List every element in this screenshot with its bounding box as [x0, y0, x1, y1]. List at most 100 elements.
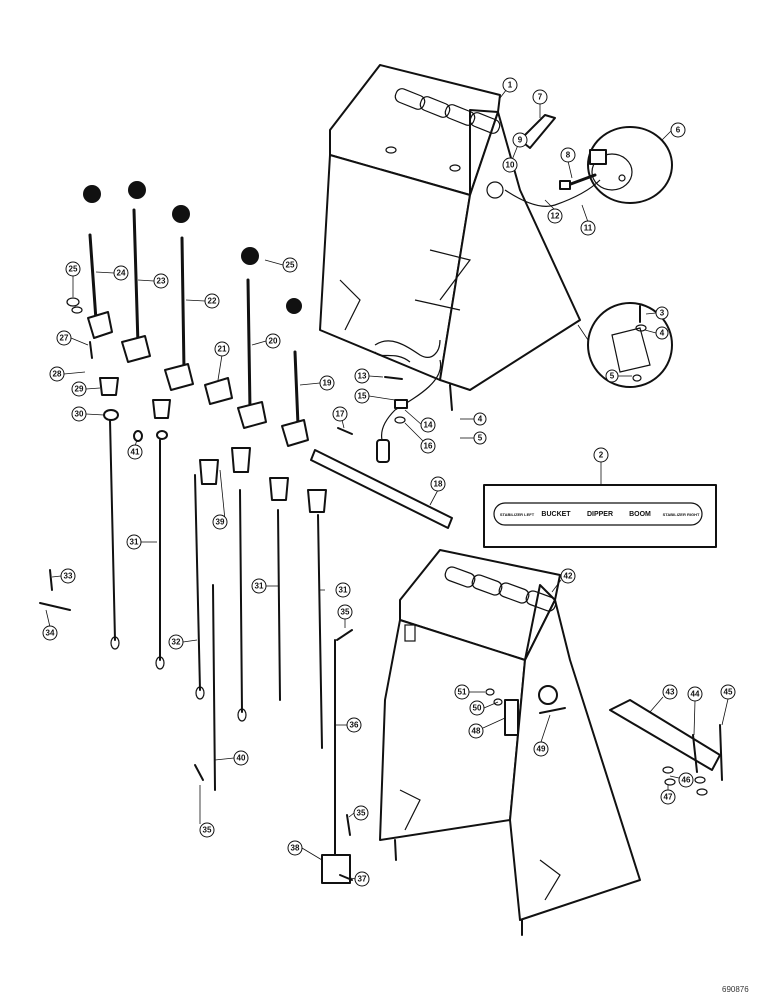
svg-text:16: 16 [424, 442, 433, 451]
callout: 3 [645, 306, 669, 320]
svg-text:4: 4 [478, 415, 483, 424]
svg-text:3: 3 [660, 309, 665, 318]
svg-text:40: 40 [237, 754, 246, 763]
callout: 41 [127, 439, 143, 460]
callout: 36 [335, 717, 362, 733]
callout: 15 [354, 388, 396, 404]
svg-text:8: 8 [566, 151, 571, 160]
svg-text:21: 21 [218, 345, 227, 354]
callout: 44 [687, 686, 703, 736]
callout: 23 [137, 273, 169, 289]
svg-text:51: 51 [458, 688, 467, 697]
svg-text:43: 43 [666, 688, 675, 697]
svg-text:38: 38 [291, 844, 300, 853]
svg-text:10: 10 [506, 161, 515, 170]
svg-text:39: 39 [216, 518, 225, 527]
callout: 2 [593, 447, 609, 463]
callout: 4 [644, 326, 669, 340]
svg-text:31: 31 [255, 582, 264, 591]
callout: 10 [502, 157, 518, 173]
svg-text:35: 35 [357, 809, 366, 818]
callout: 51 [454, 684, 485, 700]
callout: 24 [95, 265, 129, 281]
svg-text:7: 7 [538, 93, 543, 102]
callout: 31 [251, 578, 278, 594]
svg-text:33: 33 [64, 572, 73, 581]
svg-text:50: 50 [473, 704, 482, 713]
svg-text:29: 29 [75, 385, 84, 394]
svg-text:31: 31 [339, 586, 348, 595]
svg-text:37: 37 [358, 875, 367, 884]
callout: 18 [429, 476, 446, 506]
callout: 29 [71, 381, 101, 397]
decal-label: DIPPER [587, 511, 613, 518]
callout: 31 [320, 582, 351, 598]
svg-text:5: 5 [478, 434, 483, 443]
callout: 40 [214, 750, 249, 766]
svg-text:11: 11 [584, 224, 593, 233]
callout: 5 [605, 369, 632, 383]
svg-text:23: 23 [157, 277, 166, 286]
callout: 8 [560, 147, 576, 179]
svg-text:15: 15 [358, 392, 367, 401]
callout: 30 [71, 406, 105, 422]
callout: 19 [299, 375, 335, 391]
svg-text:48: 48 [472, 727, 481, 736]
callout: 9 [511, 132, 528, 161]
switch-assembly [374, 339, 442, 463]
callout: 37 [349, 871, 370, 887]
callout: 14 [404, 409, 436, 433]
callout: 33 [51, 568, 76, 584]
callout: 43 [649, 684, 678, 713]
figure-number: 690876 [722, 985, 749, 994]
callout: 46 [669, 772, 694, 788]
callout: 7 [532, 89, 548, 118]
callout: 42 [551, 568, 576, 593]
svg-text:17: 17 [336, 410, 345, 419]
inset-detail [577, 302, 673, 388]
horn [587, 126, 673, 204]
callout: 22 [185, 293, 220, 309]
bolt [559, 173, 597, 190]
decal-label: BUCKET [541, 511, 571, 518]
callout: 20 [251, 333, 281, 349]
svg-text:30: 30 [75, 410, 84, 419]
clevis-rods [39, 377, 353, 884]
svg-text:27: 27 [60, 334, 69, 343]
callout: 34 [42, 609, 58, 641]
svg-text:18: 18 [434, 480, 443, 489]
svg-text:47: 47 [664, 793, 673, 802]
svg-text:36: 36 [350, 721, 359, 730]
callout: 38 [287, 840, 323, 861]
callout: 21 [214, 341, 230, 381]
mounting-plate [609, 699, 723, 796]
callout: 32 [168, 634, 198, 650]
svg-text:22: 22 [208, 297, 217, 306]
callout: 28 [49, 366, 86, 382]
callout: 25 [65, 261, 81, 297]
decal-label: BOOM [629, 511, 651, 518]
lever-shaft [310, 427, 453, 529]
callout: 27 [56, 330, 89, 346]
svg-text:31: 31 [130, 538, 139, 547]
svg-text:14: 14 [424, 421, 433, 430]
lower-control-console [379, 549, 641, 936]
callout: 47 [660, 784, 676, 805]
lever-knob [241, 247, 259, 265]
svg-text:13: 13 [358, 372, 367, 381]
svg-text:25: 25 [286, 261, 295, 270]
decal-label: STABILIZER LEFT [500, 512, 535, 517]
svg-text:42: 42 [564, 572, 573, 581]
svg-text:9: 9 [518, 136, 523, 145]
callout: 39 [212, 469, 228, 530]
svg-text:44: 44 [691, 690, 700, 699]
svg-text:19: 19 [323, 379, 332, 388]
control-decal: STABILIZER LEFT BUCKET DIPPER BOOM STABI… [483, 462, 717, 548]
svg-text:49: 49 [537, 745, 546, 754]
callout: 49 [533, 714, 551, 757]
lever-knob [286, 298, 302, 314]
lever-knob [172, 205, 190, 223]
callout-labels: 1 2 3 4 4 5 5 6 7 8 9 10 11 12 13 14 15 … [42, 77, 736, 887]
callout: 12 [544, 199, 563, 224]
